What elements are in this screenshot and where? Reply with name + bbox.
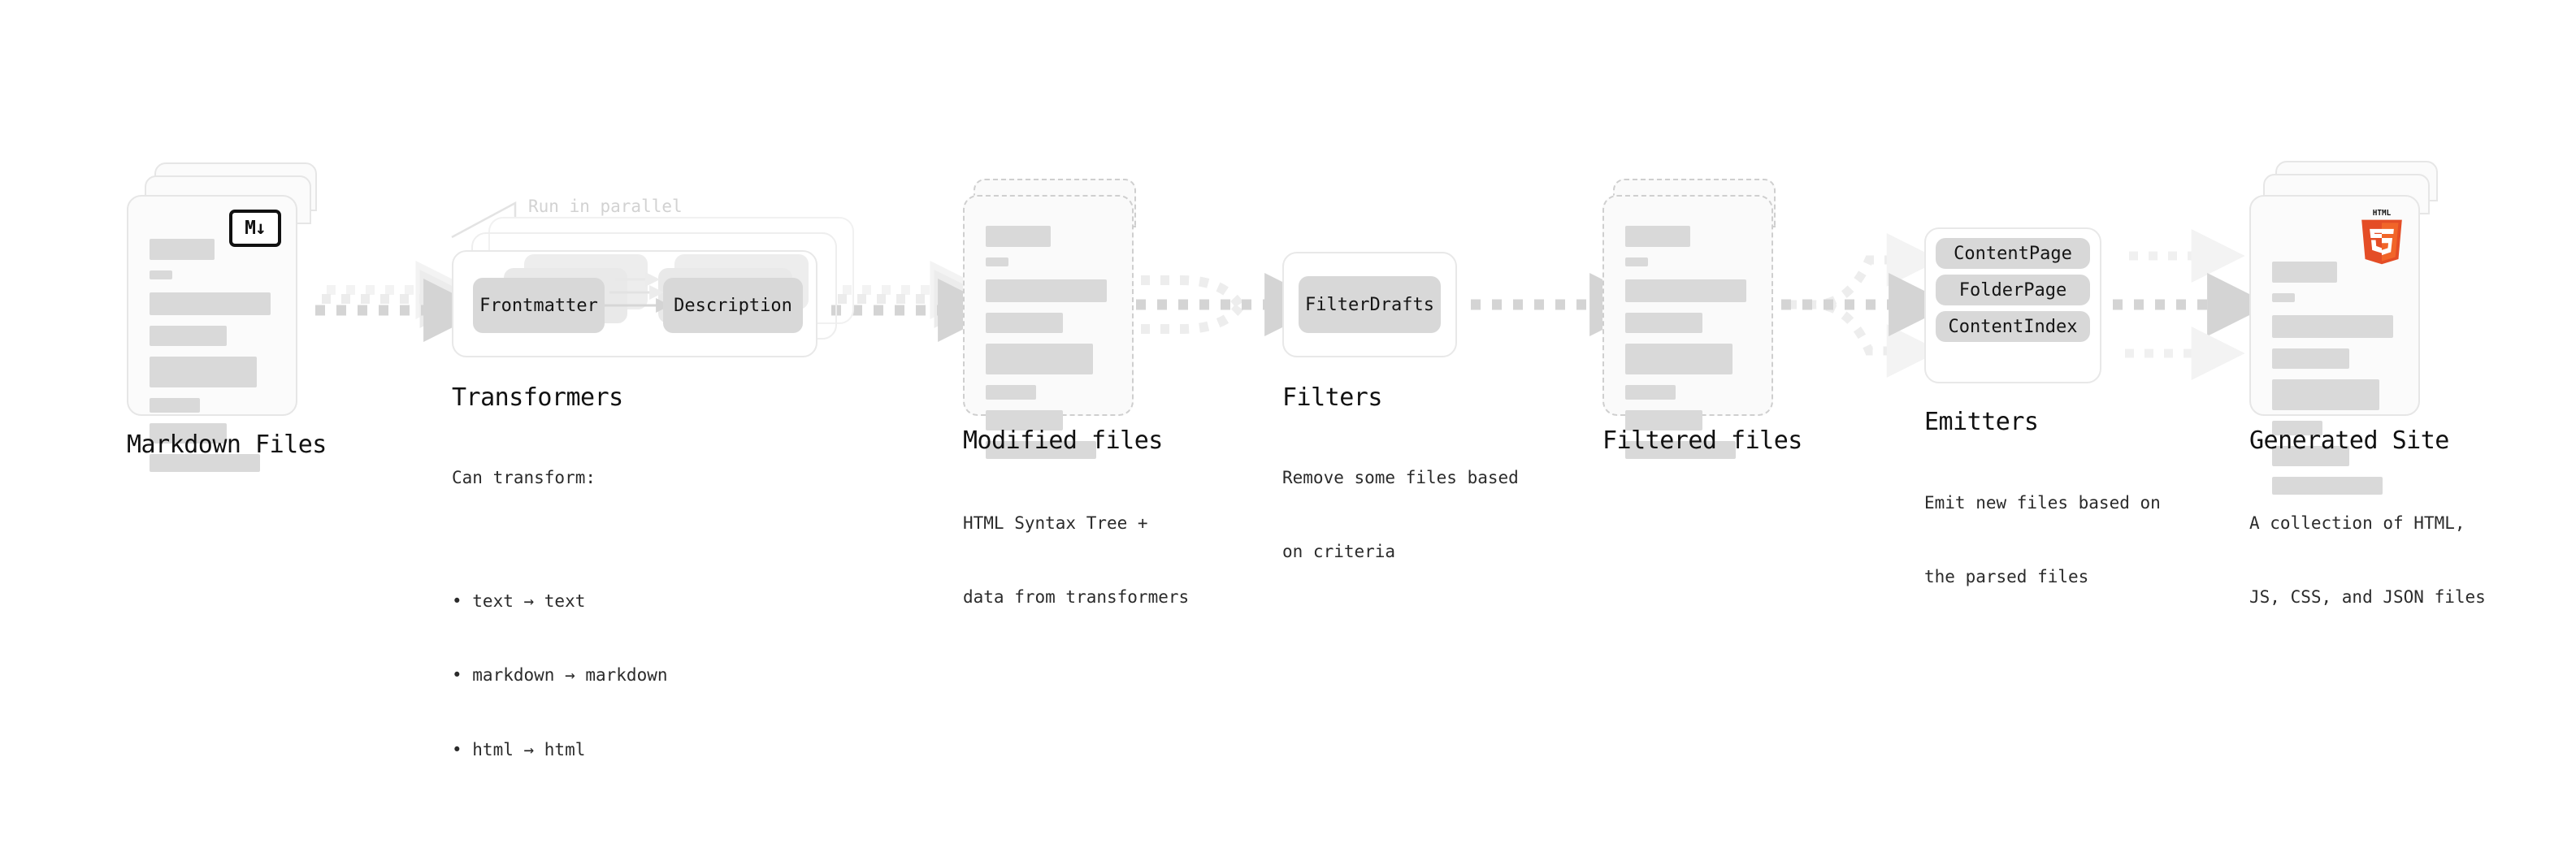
run-in-parallel-annotation: Run in parallel bbox=[528, 197, 683, 216]
stage-title-transformers: Transformers bbox=[452, 383, 623, 412]
site-placeholder-lines bbox=[2272, 262, 2397, 495]
stage-title-filters: Filters bbox=[1282, 383, 1382, 412]
html5-icon: HTML bbox=[2361, 209, 2402, 265]
transformers-subtitle-heading: Can transform: bbox=[452, 467, 596, 487]
generated-site-subtitle: A collection of HTML, JS, CSS, and JSON … bbox=[2249, 461, 2486, 660]
stage-title-markdown-files: Markdown Files bbox=[127, 430, 327, 459]
subtitle-line: Remove some files based bbox=[1282, 467, 1519, 487]
subtitle-line: the parsed files bbox=[1924, 567, 2089, 587]
emitter-pill-contentpage[interactable]: ContentPage bbox=[1936, 238, 2090, 269]
transformer-pill-description[interactable]: Description bbox=[663, 278, 803, 333]
emitter-pill-folderpage[interactable]: FolderPage bbox=[1936, 275, 2090, 305]
subtitle-line: Emit new files based on bbox=[1924, 492, 2161, 513]
subtitle-line: A collection of HTML, bbox=[2249, 513, 2465, 533]
connector-modified-to-filters bbox=[1136, 273, 1329, 336]
markdown-placeholder-lines bbox=[150, 239, 275, 472]
svg-text:HTML: HTML bbox=[2373, 209, 2392, 218]
markdown-card-front: M↓ bbox=[127, 195, 297, 472]
filter-pill-filterdrafts[interactable]: FilterDrafts bbox=[1299, 276, 1441, 333]
modified-files-subtitle: HTML Syntax Tree + data from transformer… bbox=[963, 461, 1189, 660]
stage-title-emitters: Emitters bbox=[1924, 408, 2039, 436]
filtered-placeholder-lines bbox=[1625, 226, 1750, 459]
filters-subtitle: Remove some files based on criteria bbox=[1282, 416, 1519, 614]
emitter-pill-contentindex[interactable]: ContentIndex bbox=[1936, 311, 2090, 342]
transformer-pill-frontmatter[interactable]: Frontmatter bbox=[473, 278, 605, 333]
stage-title-generated-site: Generated Site bbox=[2249, 426, 2449, 455]
subtitle-line: HTML Syntax Tree + bbox=[963, 513, 1148, 533]
site-card-front: HTML bbox=[2249, 195, 2420, 495]
stage-title-filtered-files: Filtered files bbox=[1602, 426, 1802, 455]
subtitle-line: JS, CSS, and JSON files bbox=[2249, 587, 2486, 608]
modified-card-front bbox=[963, 195, 1134, 459]
connector-filtered-to-emitters bbox=[1781, 233, 1953, 378]
subtitle-line: on criteria bbox=[1282, 542, 1396, 562]
filtered-card-front bbox=[1602, 195, 1773, 459]
subtitle-line: data from transformers bbox=[963, 587, 1190, 608]
emitters-subtitle: Emit new files based on the parsed files bbox=[1924, 441, 2161, 639]
list-item: • markdown → markdown bbox=[452, 665, 668, 686]
connector-markdown-to-transformers bbox=[315, 261, 488, 342]
markdown-badge-icon: M↓ bbox=[229, 210, 281, 247]
transformers-subtitle: Can transform: • text → text • markdown … bbox=[452, 416, 668, 861]
connector-emitters-to-site bbox=[2113, 229, 2271, 380]
modified-placeholder-lines bbox=[986, 226, 1111, 459]
diagram-canvas: M↓ Markdown Files x x x x bbox=[127, 161, 2486, 759]
list-item: • text → text bbox=[452, 591, 586, 612]
stage-title-modified-files: Modified files bbox=[963, 426, 1163, 455]
list-item: • html → html bbox=[452, 739, 586, 759]
transformers-bullet-list: • text → text • markdown → markdown • ht… bbox=[452, 539, 668, 811]
